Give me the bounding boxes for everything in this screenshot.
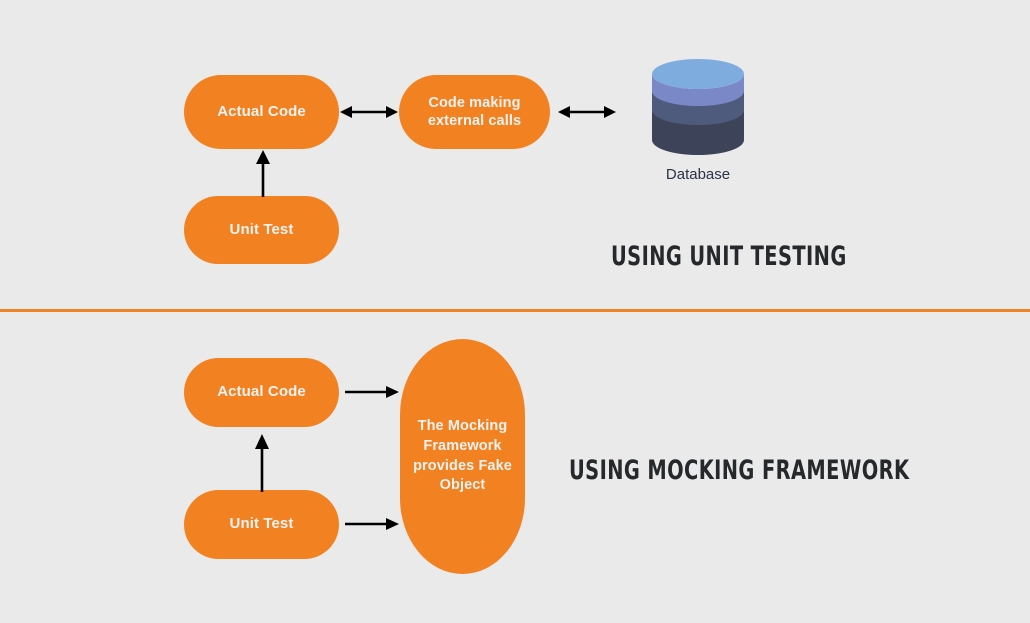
node-label-line-2: external calls	[427, 113, 522, 129]
node-label-line-3: provides Fake	[413, 457, 512, 474]
arrow-unit-test-to-mocking-framework-icon	[345, 518, 399, 530]
node-label-line-4: Object	[439, 477, 486, 494]
arrow-unit-test-to-actual-code-up-icon	[256, 150, 270, 197]
node-unit-test-mocking: Unit Test	[184, 490, 339, 559]
section-caption-unit-testing: USING UNIT TESTING	[611, 241, 847, 272]
node-label: Unit Test	[229, 220, 294, 238]
node-label: The Mocking Framework provides Fake Obje…	[413, 417, 512, 495]
node-label: Actual Code	[217, 383, 306, 401]
node-code-making-external-calls: Code making external calls	[399, 75, 550, 149]
node-label-line-2: Framework	[423, 437, 502, 454]
node-label: Unit Test	[229, 515, 294, 533]
node-unit-test-unit-testing: Unit Test	[184, 196, 339, 264]
node-label: Actual Code	[217, 102, 306, 120]
node-actual-code-unit-testing: Actual Code	[184, 75, 339, 149]
arrow-external-calls-to-database-icon	[558, 106, 616, 118]
node-mocking-framework: The Mocking Framework provides Fake Obje…	[400, 339, 525, 574]
section-divider	[0, 309, 1030, 312]
database-label: Database	[665, 166, 731, 183]
node-label-line-1: The Mocking	[417, 418, 508, 435]
node-label: Code making external calls	[428, 94, 521, 130]
arrow-actual-code-to-external-calls-icon	[340, 106, 398, 118]
arrow-unit-test-to-actual-code-up-mocking-icon	[255, 434, 269, 492]
arrow-actual-code-to-mocking-framework-icon	[345, 386, 399, 398]
database-icon	[652, 59, 744, 155]
node-actual-code-mocking: Actual Code	[184, 358, 339, 427]
node-label-line-1: Code making	[428, 94, 521, 111]
section-caption-mocking-framework: USING MOCKING FRAMEWORK	[569, 455, 910, 486]
database-cylinder: Database	[650, 58, 746, 198]
